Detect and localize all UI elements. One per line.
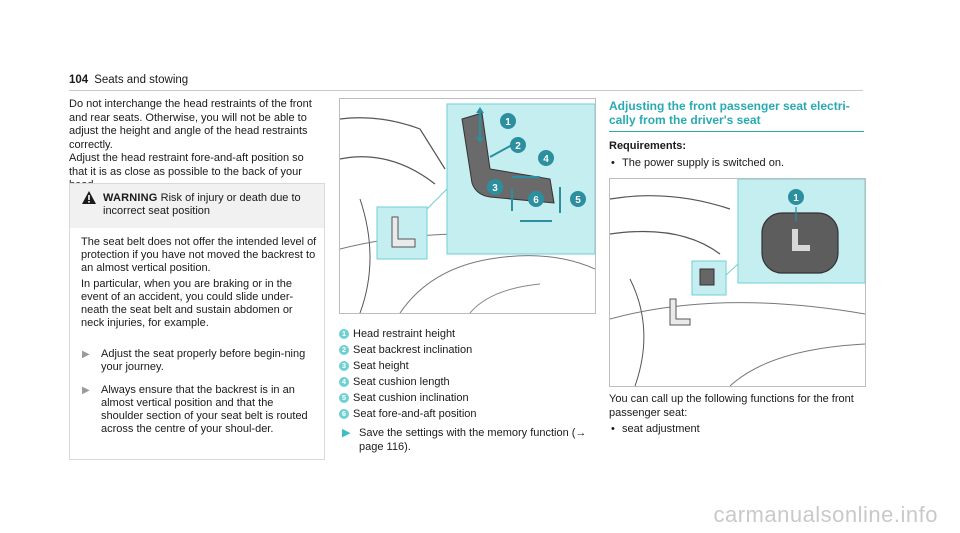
legend-item: 5 Seat cushion inclination	[339, 390, 594, 406]
save-memory-step: ▶ Save the settings with the memory func…	[339, 426, 594, 454]
svg-text:3: 3	[492, 183, 498, 194]
warning-step: ▶ Adjust the seat properly before begin-…	[81, 348, 317, 374]
legend-label: Seat cushion length	[353, 376, 450, 388]
legend-label: Seat cushion inclination	[353, 392, 469, 404]
section-heading: Adjusting the front passenger seat elect…	[609, 99, 850, 127]
passenger-seat-switch-illustration: 1	[609, 178, 866, 387]
passenger-switch-drawing: 1	[610, 179, 865, 386]
functions-text: You can call up the following functions …	[609, 393, 864, 437]
page-number: 104	[69, 74, 89, 86]
section-title: Seats and stowing	[94, 74, 189, 86]
page-header: 104 Seats and stowing	[69, 74, 188, 86]
svg-text:2: 2	[515, 141, 521, 152]
legend-item: 4 Seat cushion length	[339, 374, 594, 390]
function-text: seat adjustment	[622, 423, 700, 435]
requirements: Requirements: • The power supply is switc…	[609, 140, 864, 169]
bullet-icon: •	[611, 423, 615, 435]
warning-header: WARNING Risk of injury or death due to i…	[70, 184, 324, 228]
warning-step: ▶ Always ensure that the backrest is in …	[81, 384, 317, 436]
step-arrow-icon: ▶	[82, 349, 90, 360]
warning-step-text: Always ensure that the backrest is in an…	[101, 384, 308, 435]
callout-number: 4	[339, 377, 349, 387]
requirement-item: • The power supply is switched on.	[609, 157, 864, 169]
svg-text:6: 6	[533, 195, 539, 206]
legend-item: 6 Seat fore-and-aft position	[339, 406, 594, 422]
legend-label: Seat backrest inclination	[353, 344, 473, 356]
warning-steps: ▶ Adjust the seat properly before begin-…	[81, 348, 317, 446]
function-item: • seat adjustment	[609, 423, 864, 437]
svg-text:5: 5	[575, 195, 581, 206]
legend-item: 1 Head restraint height	[339, 326, 594, 342]
step-arrow-icon: ▶	[82, 385, 90, 396]
callout-number: 1	[339, 329, 349, 339]
section-heading-rule	[609, 131, 864, 132]
intro-text: Do not interchange the head restraints o…	[69, 98, 325, 193]
seat-controls-drawing: 1 2 4 3 6 5	[340, 103, 595, 313]
functions-intro: You can call up the following functions …	[609, 393, 854, 419]
svg-text:1: 1	[505, 117, 511, 128]
bullet-icon: •	[611, 157, 615, 169]
warning-paragraph-2: In particular, when you are braking or i…	[81, 278, 294, 329]
requirements-label: Requirements:	[609, 140, 687, 152]
warning-title-text: Risk of injury or death due to incorrect…	[103, 192, 301, 217]
seat-function-legend: 1 Head restraint height 2 Seat backrest in…	[339, 326, 594, 422]
svg-text:4: 4	[543, 154, 549, 165]
save-memory-text[interactable]: Save the settings with the memory functi…	[359, 427, 587, 453]
watermark: carmanualsonline.info	[713, 502, 938, 527]
legend-label: Head restraint height	[353, 328, 456, 340]
step-arrow-icon: ▶	[342, 427, 351, 439]
callout-number: 6	[339, 409, 349, 419]
warning-triangle-icon	[82, 191, 96, 204]
callout-number-icon: 1	[793, 193, 799, 204]
legend-item: 2 Seat backrest inclination	[339, 342, 594, 358]
legend-label: Seat height	[353, 360, 409, 372]
warning-label: WARNING	[103, 192, 158, 204]
legend-label: Seat fore-and-aft position	[353, 408, 477, 420]
legend-item: 3 Seat height	[339, 358, 594, 374]
warning-title: WARNING Risk of injury or death due to i…	[103, 192, 313, 218]
warning-step-text: Adjust the seat properly before begin-ni…	[101, 348, 306, 373]
header-rule	[69, 90, 863, 91]
requirement-text: The power supply is switched on.	[622, 157, 785, 169]
intro-paragraph-1: Do not interchange the head restraints o…	[69, 98, 312, 151]
callout-number: 3	[339, 361, 349, 371]
callout-number: 2	[339, 345, 349, 355]
warning-body: The seat belt does not offer the intende…	[81, 236, 317, 333]
warning-box: WARNING Risk of injury or death due to i…	[69, 183, 325, 460]
warning-paragraph-1: The seat belt does not offer the intende…	[81, 236, 317, 274]
seat-adjustment-illustration: 1 2 4 3 6 5	[339, 98, 596, 314]
callout-number: 5	[339, 393, 349, 403]
